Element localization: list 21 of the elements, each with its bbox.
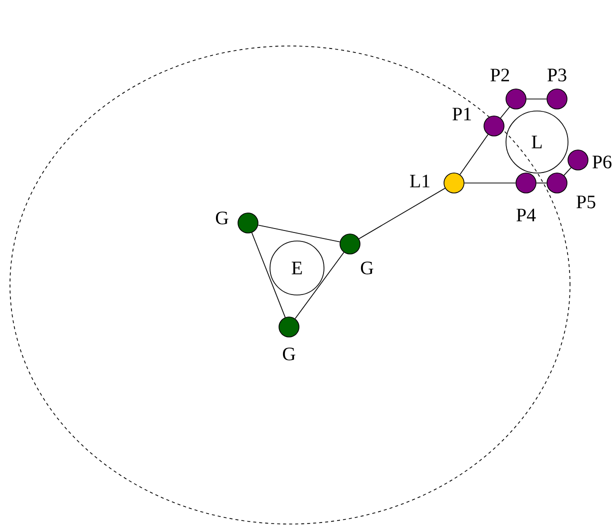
- line: [258, 224, 340, 242]
- line: [564, 167, 572, 176]
- dot-label: P6: [592, 156, 612, 168]
- dot-label: G: [360, 262, 374, 274]
- line: [358, 188, 446, 240]
- line: [464, 182, 516, 184]
- dot-label: P4: [516, 208, 536, 222]
- dashed-circle: [10, 46, 570, 524]
- line: [460, 134, 488, 175]
- line: [526, 98, 547, 100]
- dot-label: G: [216, 212, 228, 224]
- line: [294, 252, 344, 320]
- line: [500, 106, 510, 118]
- dot-label: P1: [452, 108, 471, 120]
- line: [536, 182, 547, 184]
- line: [251, 232, 286, 318]
- dot-label: G: [282, 348, 296, 360]
- dot-label: P5: [576, 196, 596, 208]
- dot-label: P3: [548, 68, 566, 82]
- dot-label: P2: [490, 68, 509, 82]
- dot-label: L1: [410, 174, 430, 188]
